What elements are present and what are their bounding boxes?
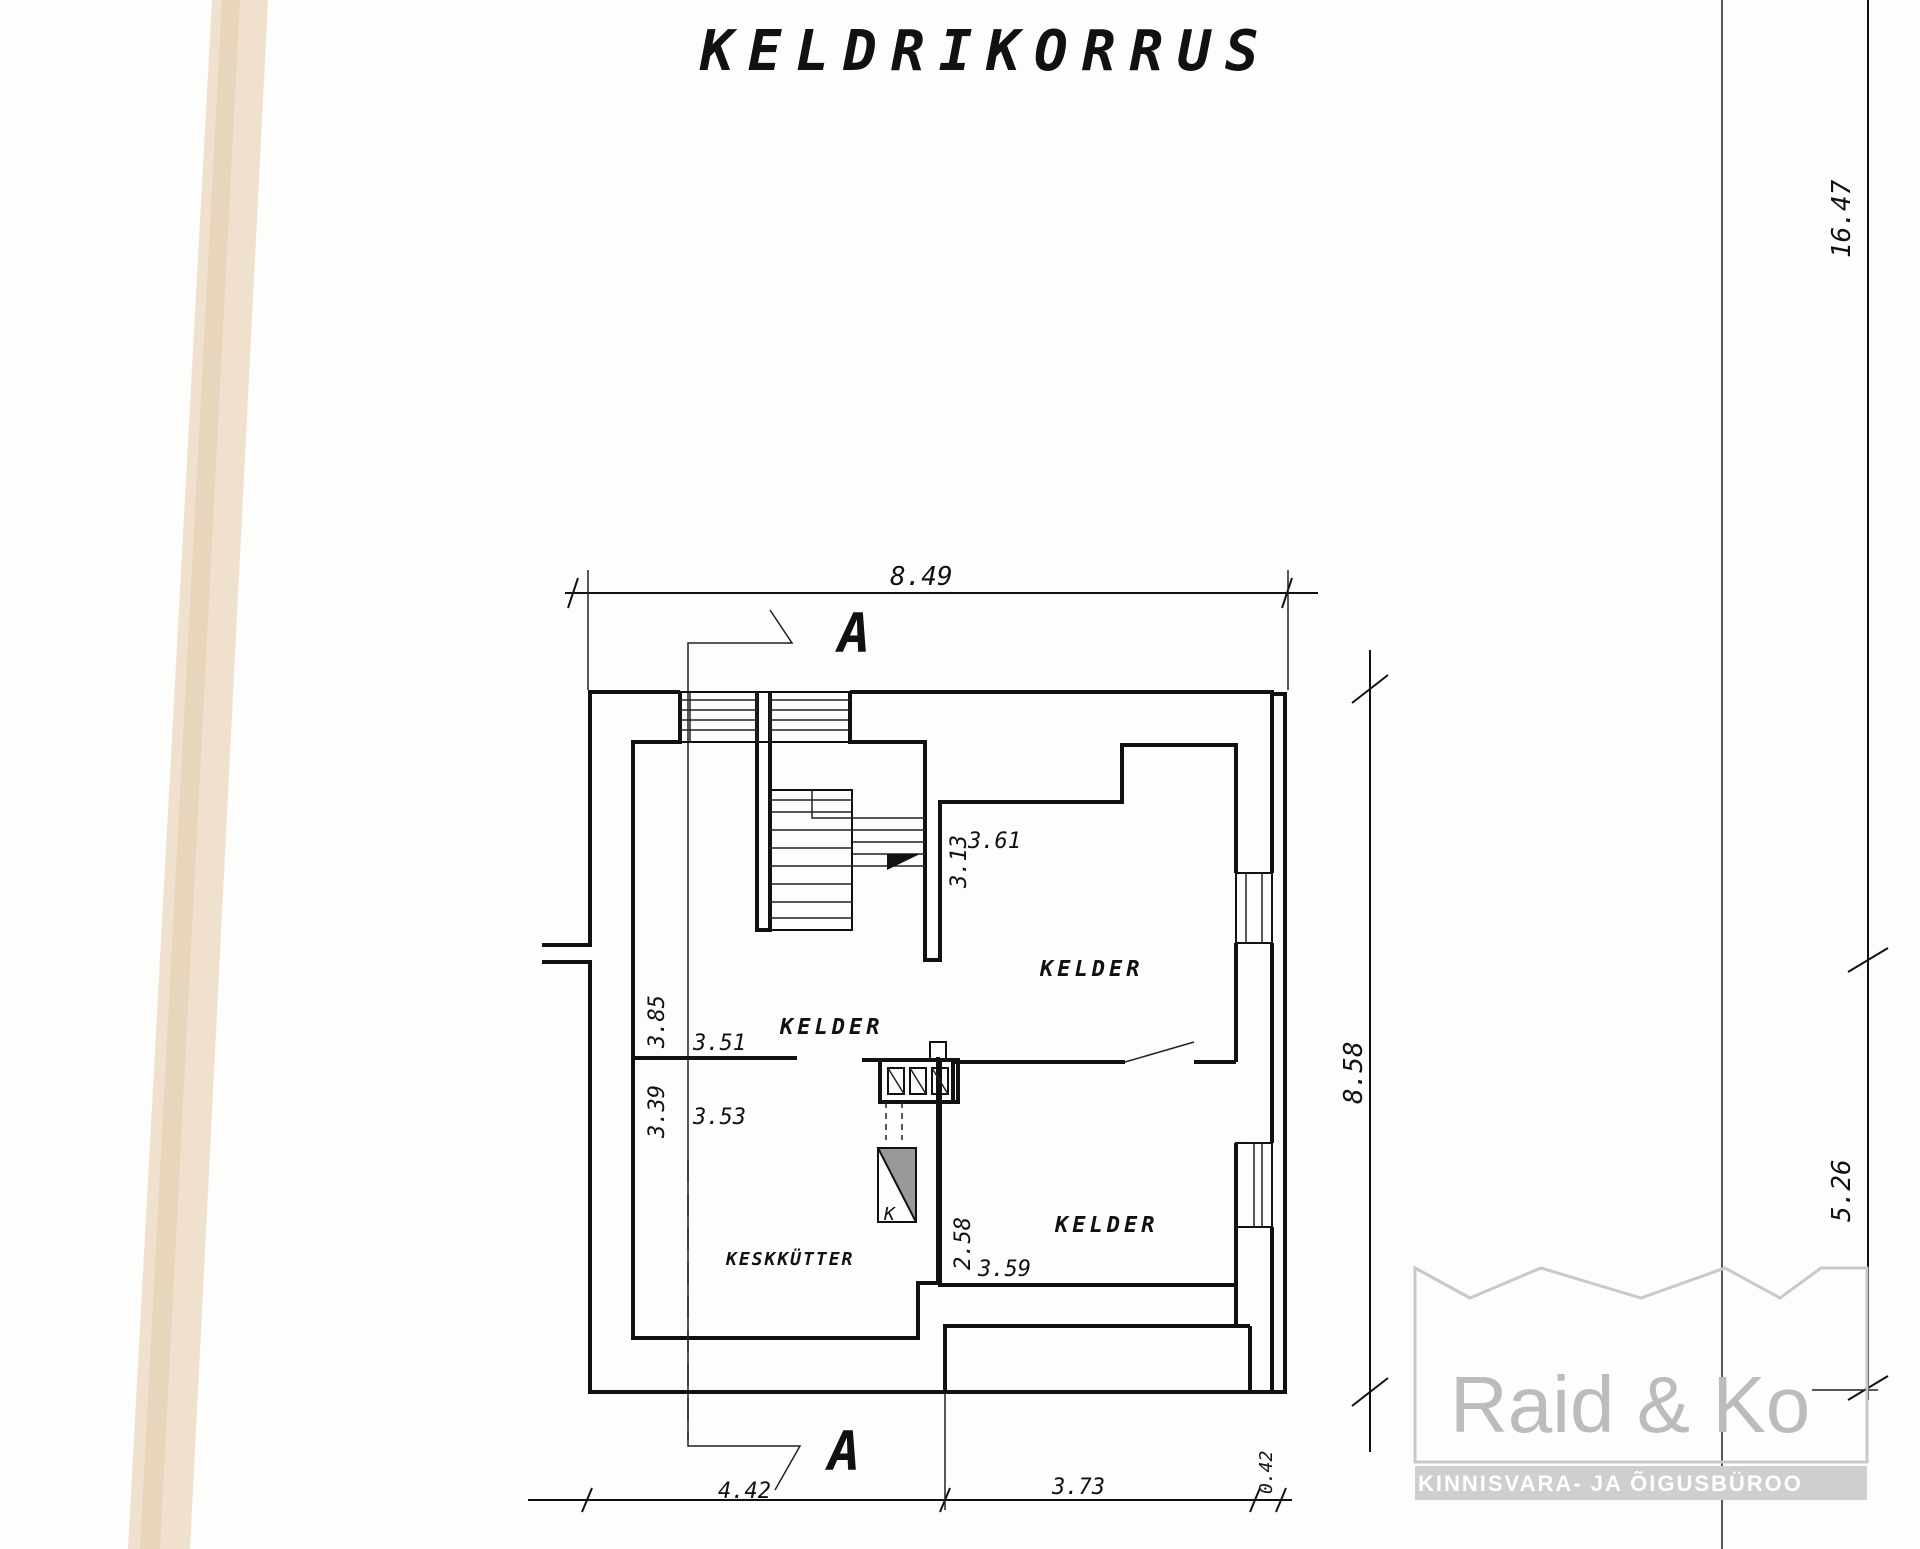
site-dim-tick-mid (1847, 947, 1889, 973)
tape-strip-shade (140, 0, 240, 1549)
section-marker-bottom: A (825, 1420, 861, 1483)
right-dim-tick-bottom (1351, 1377, 1389, 1407)
stair-mark-k: K (883, 1204, 896, 1225)
bottom-dim-tick-3 (1249, 1487, 1261, 1513)
site-segment-label: 5.26 (1827, 1159, 1857, 1222)
right-dim-tick-top (1351, 674, 1389, 704)
bottom-dim-tick-1 (581, 1487, 593, 1513)
top-dim-tick-left (567, 577, 579, 609)
bottom-mid-label: 3.73 (1051, 1475, 1105, 1500)
overall-depth-label: 8.58 (1339, 1041, 1369, 1104)
room-d-height: 2.58 (951, 1217, 976, 1270)
room-b-height: 3.85 (645, 995, 670, 1049)
stair-direction-arrow (887, 854, 920, 870)
room-label-kelder-lower-right: KELDER (1054, 1213, 1158, 1238)
room-label-keskkutter: KESKKÜTTER (725, 1248, 854, 1270)
watermark-name: Raid & Ko (1450, 1360, 1810, 1449)
room-a-height: 3.13 (947, 835, 972, 889)
section-marker-top: A (835, 602, 871, 665)
site-total-label: 16.47 (1827, 179, 1857, 258)
room-label-kelder-upper-left: KELDER (779, 1015, 883, 1040)
bottom-dim-tick-4 (1275, 1487, 1287, 1513)
section-line-a (687, 609, 802, 1491)
watermark-subtitle: KINNISVARA- JA ÕIGUSBÜROO (1418, 1471, 1803, 1496)
watermark-subtitle-band (1415, 1466, 1867, 1500)
watermark-logo: Raid & Ko KINNISVARA- JA ÕIGUSBÜROO (1413, 1265, 1869, 1500)
room-a-width: 3.61 (967, 829, 1021, 854)
room-c-height: 3.39 (645, 1085, 670, 1139)
plan-title: KELDRIKORRUS (699, 19, 1273, 84)
staircase (679, 691, 925, 931)
chimney-block (876, 1041, 960, 1223)
room-d-width: 3.59 (977, 1257, 1031, 1282)
bottom-left-label: 4.42 (718, 1479, 771, 1504)
room-b-width: 3.51 (692, 1031, 746, 1056)
overall-width-label: 8.49 (890, 562, 953, 592)
room-label-kelder-upper-right: KELDER (1039, 957, 1143, 982)
top-dim-tick-right (1281, 577, 1293, 609)
room-c-width: 3.53 (692, 1105, 746, 1130)
bottom-right-label: 0.42 (1256, 1451, 1277, 1494)
